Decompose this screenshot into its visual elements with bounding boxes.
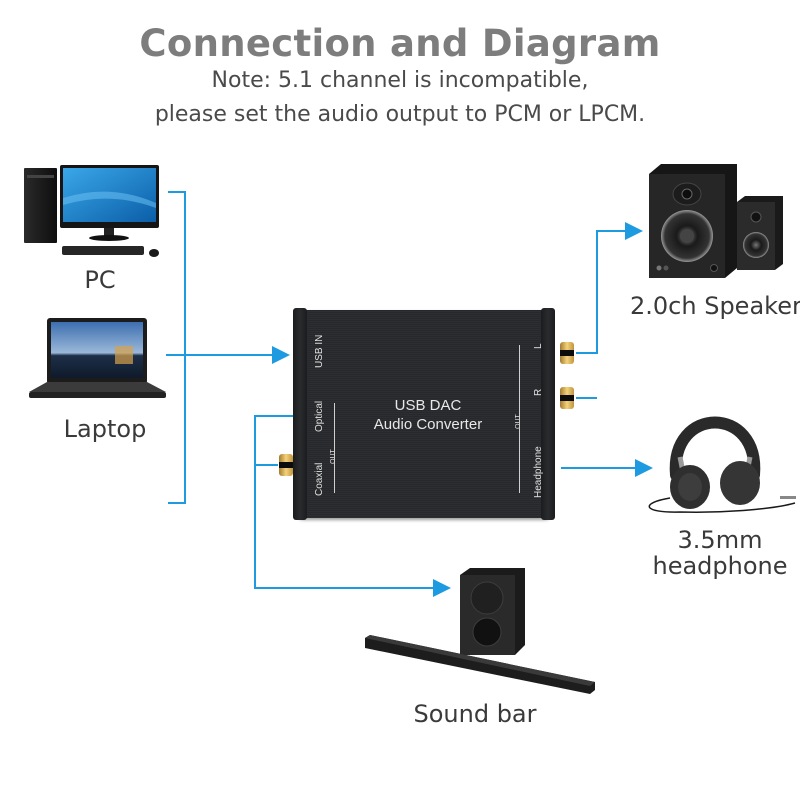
label-coaxial: Coaxial: [314, 462, 325, 496]
compatibility-note-line1: Note: 5.1 channel is incompatible,: [211, 68, 589, 93]
output-label-soundbar: Sound bar: [413, 700, 537, 728]
arrow-to-speaker-icon: [625, 222, 643, 240]
arrow-to-soundbar-icon: [433, 579, 451, 597]
label-optical: Optical: [314, 400, 325, 432]
out-line-left: [334, 403, 335, 493]
coaxial-port: [279, 454, 293, 476]
usb-dac-audio-converter: USB DAC Audio Converter USB IN Optical C…: [293, 308, 555, 520]
input-label-pc: PC: [84, 266, 116, 294]
rca-left-port: [560, 342, 574, 364]
label-usb-in: USB IN: [314, 334, 325, 368]
rca-right-port: [560, 387, 574, 409]
arrow-to-headphone-icon: [635, 459, 653, 477]
output-label-speaker: 2.0ch Speaker: [630, 292, 800, 320]
headphones-icon: [648, 416, 796, 513]
soundbar-subwoofer-icon: [365, 568, 595, 694]
output-label-headphone-line1: 3.5mm: [677, 526, 763, 554]
arrow-to-usb-icon: [272, 346, 290, 364]
wire-rca-left: [576, 230, 627, 354]
laptop-icon: [29, 318, 166, 398]
dac-name-line1: USB DAC: [394, 397, 462, 414]
output-label-headphone-line2: headphone: [652, 552, 788, 580]
page-title: Connection and Diagram: [139, 22, 661, 65]
out-line-right: [519, 345, 520, 493]
label-right-channel: R: [533, 388, 544, 396]
input-label-laptop: Laptop: [63, 415, 147, 443]
dac-body: [299, 310, 549, 518]
bookshelf-speakers-icon: [649, 164, 783, 278]
dac-end-cap-left: [293, 308, 307, 520]
label-headphone: Headphone: [533, 446, 544, 498]
desktop-pc-icon: [24, 165, 159, 257]
wire-optical: [254, 415, 435, 589]
compatibility-note-line2: please set the audio output to PCM or LP…: [154, 102, 646, 127]
dac-name-line2: Audio Converter: [373, 416, 483, 433]
label-left-channel: L: [533, 343, 544, 349]
wire-pc: [168, 191, 186, 504]
dac-end-cap-right: [541, 308, 555, 520]
